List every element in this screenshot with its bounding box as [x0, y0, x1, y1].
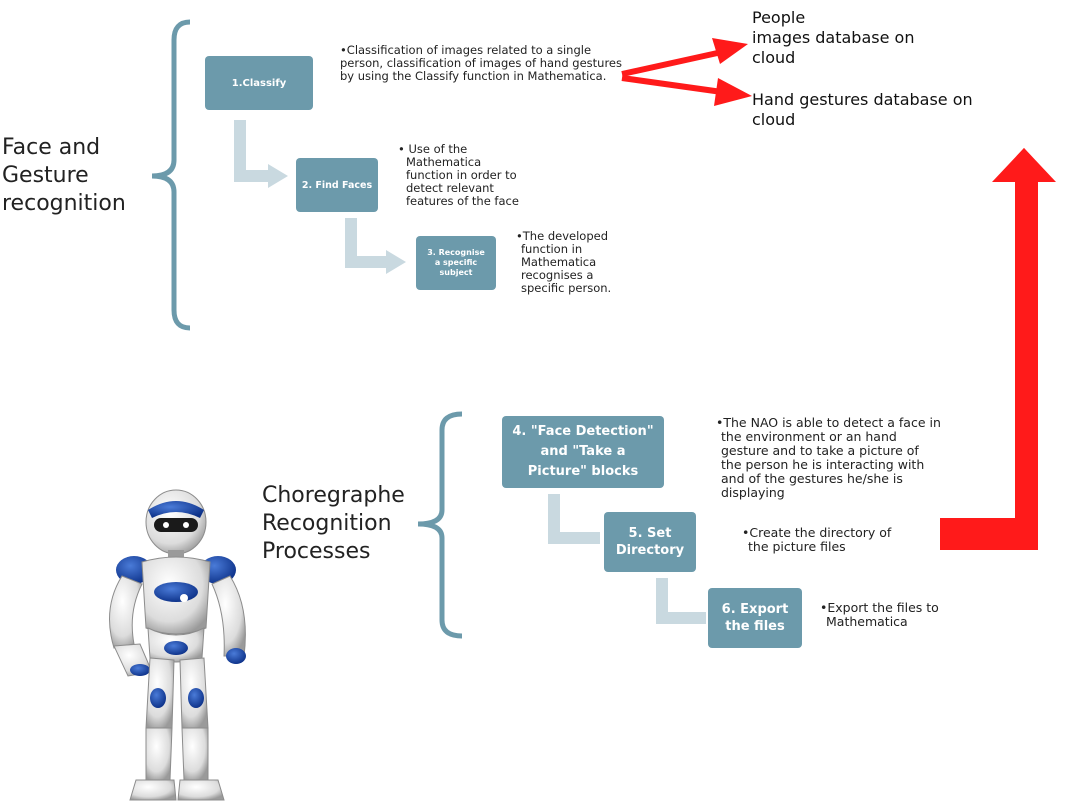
face-detection-desc-line-5: and of the gestures he/she is [721, 471, 903, 486]
gestures-db-line-1: Hand gestures database on [752, 90, 973, 109]
recognise-desc-line-4: recognises a [521, 268, 594, 282]
recognise-desc-line-2: function in [521, 242, 583, 256]
recognise-label-line-2: a specific [434, 258, 478, 267]
export-label-line-1: 6. Export [721, 602, 789, 617]
face-detection-desc-line-1: •The NAO is able to detect a face in [716, 415, 941, 430]
export-desc-line-2: Mathematica [826, 614, 908, 629]
step-set-directory-box: 5. Set Directory [604, 512, 696, 572]
red-arrowhead-gestures [714, 78, 752, 106]
recognise-label-line-1: 3. Recognise [427, 248, 485, 257]
connector-arrowhead-1 [268, 164, 288, 188]
set-directory-label-line-2: Directory [615, 543, 685, 558]
step-export-description: •Export the files to Mathematica [820, 601, 1000, 629]
step-classify-box: 1.Classify [205, 56, 313, 110]
set-directory-desc-line-2: the picture files [748, 539, 846, 554]
choregraphe-group-label: Choregraphe Recognition Processes [262, 482, 405, 566]
choregraphe-group-label-line-1: Choregraphe [262, 483, 405, 508]
face-group-bracket [151, 19, 191, 331]
step-set-directory-description: •Create the directory of the picture fil… [742, 526, 932, 554]
face-detection-label-line-1: 4. "Face Detection" [512, 424, 654, 439]
red-arrowhead-up [992, 148, 1056, 182]
gestures-database-label: Hand gestures database on cloud [752, 90, 1052, 130]
step-find-faces-box: 2. Find Faces [296, 158, 378, 212]
people-database-label: People images database on cloud [752, 8, 1012, 68]
find-faces-desc-line-5: features of the face [406, 194, 519, 208]
find-faces-desc-line-4: detect relevant [406, 181, 494, 195]
step-export-box: 6. Export the files [708, 588, 802, 648]
face-detection-desc-line-6: displaying [721, 485, 785, 500]
set-directory-desc-line-1: •Create the directory of [742, 525, 892, 540]
step-classify-label: 1.Classify [231, 77, 287, 89]
connector-arrowhead-2 [386, 250, 406, 274]
step-face-detection-box: 4. "Face Detection" and "Take a Picture"… [502, 416, 664, 488]
step-classify-description: •Classification of images related to a s… [340, 43, 623, 83]
people-db-line-2: images database on [752, 28, 915, 47]
connector-set-directory-to-export [656, 578, 706, 624]
nao-robot-icon [109, 489, 246, 801]
connector-classify-to-find-faces [234, 120, 270, 182]
step-recognise-description: •The developed function in Mathematica r… [516, 230, 646, 295]
connector-find-faces-to-recognise [345, 218, 388, 268]
people-db-line-3: cloud [752, 48, 796, 67]
face-detection-label-line-3: Picture" blocks [527, 464, 639, 479]
recognise-label-line-3: subject [439, 268, 473, 277]
people-db-line-1: People [752, 8, 806, 27]
face-detection-label-line-2: and "Take a [540, 444, 626, 459]
face-group-label-line-1: Face and [2, 135, 101, 160]
face-detection-desc-line-4: the person he is interacting with [721, 457, 925, 472]
step-recognise-box: 3. Recognise a specific subject [416, 236, 496, 290]
export-desc-line-1: •Export the files to [820, 600, 939, 615]
choregraphe-group-bracket [417, 411, 463, 639]
recognise-desc-line-1: •The developed [516, 229, 608, 243]
export-label-line-2: the files [725, 619, 785, 634]
step-find-faces-description: • Use of the Mathematica function in ord… [398, 143, 548, 208]
choregraphe-group-label-line-2: Recognition [262, 511, 392, 536]
recognise-desc-line-3: Mathematica [521, 255, 597, 269]
red-arrow-to-gestures-db [621, 75, 723, 95]
face-group-label: Face and Gesture recognition [2, 134, 126, 218]
red-arrowhead-people [712, 38, 748, 64]
gestures-db-line-2: cloud [752, 110, 796, 129]
step-face-detection-description: •The NAO is able to detect a face in the… [716, 416, 976, 500]
choregraphe-group-label-line-3: Processes [262, 539, 371, 564]
set-directory-label-line-1: 5. Set [628, 526, 672, 541]
red-arrow-export-to-cloud [940, 148, 1055, 550]
step-find-faces-label: 2. Find Faces [301, 179, 373, 191]
face-group-label-line-2: Gesture [2, 163, 89, 188]
find-faces-desc-line-3: function in order to [406, 168, 517, 182]
connector-face-detection-to-set-directory [548, 494, 600, 544]
face-detection-desc-line-2: the environment or an hand [721, 429, 897, 444]
face-detection-desc-line-3: gesture and to take a picture of [721, 443, 919, 458]
red-arrow-to-people-db [621, 49, 723, 77]
find-faces-desc-line-2: Mathematica [406, 155, 482, 169]
recognise-desc-line-5: specific person. [521, 281, 612, 295]
find-faces-desc-line-1: • Use of the [398, 142, 468, 156]
face-group-label-line-3: recognition [2, 191, 126, 216]
